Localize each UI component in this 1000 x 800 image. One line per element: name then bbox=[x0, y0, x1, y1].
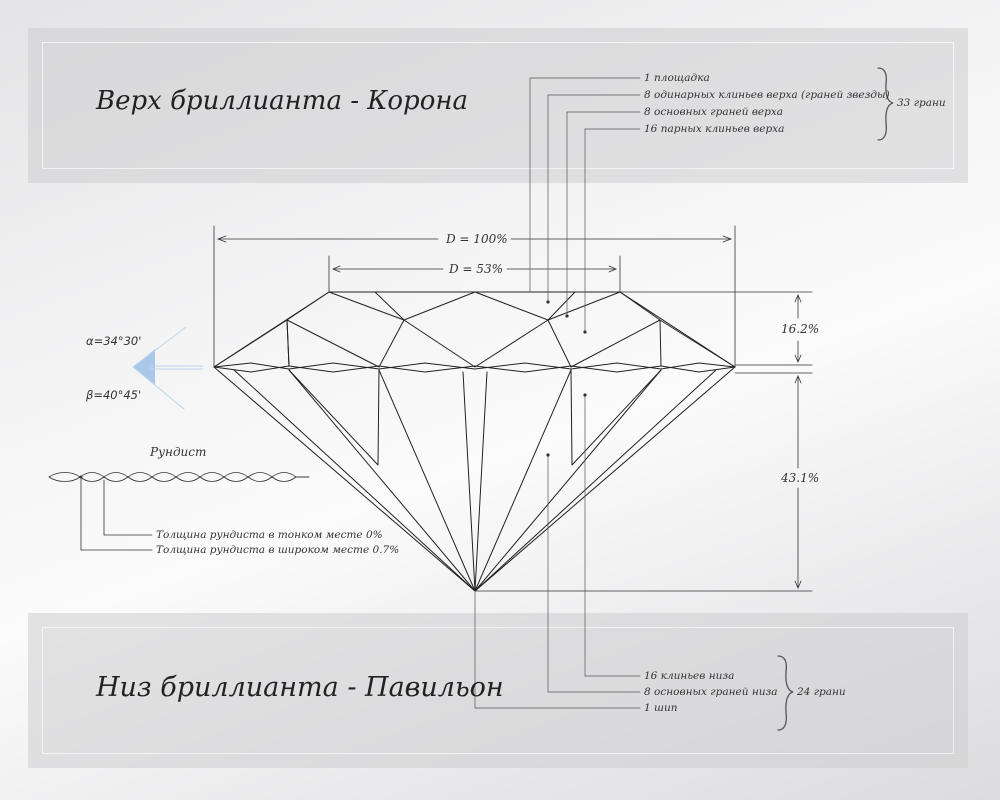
crown-band bbox=[28, 28, 968, 183]
pavilion-title: Низ бриллианта - Павильон bbox=[96, 672, 504, 703]
girdle-thin-label: Толщина рундиста в тонком месте 0% bbox=[156, 529, 383, 541]
crown-facet-label: 8 основных граней верха bbox=[644, 106, 784, 118]
angle-marker-icon bbox=[132, 326, 204, 410]
pavilion-band bbox=[28, 613, 968, 768]
angle-beta-label: β=40°45' bbox=[86, 388, 142, 402]
diamond-facets bbox=[213, 291, 736, 592]
crown-height-label: 16.2% bbox=[781, 322, 820, 336]
diameter-table-label: D = 53% bbox=[449, 262, 503, 276]
pavilion-brace-icon bbox=[777, 655, 794, 731]
pavilion-facet-label: 16 клиньев низа bbox=[644, 670, 735, 682]
girdle-inset bbox=[48, 472, 310, 551]
crown-leader-dots bbox=[546, 300, 587, 334]
crown-leaders bbox=[529, 77, 641, 333]
pavilion-leaders bbox=[474, 394, 641, 709]
pavilion-facet-label: 1 шип bbox=[644, 702, 678, 714]
crown-brace-icon bbox=[877, 67, 894, 141]
pavilion-depth-label: 43.1% bbox=[781, 471, 820, 485]
angle-alpha-label: α=34°30' bbox=[86, 334, 142, 348]
crown-facet-label: 16 парных клиньев верха bbox=[644, 123, 785, 135]
crown-facet-total: 33 грани bbox=[897, 97, 946, 109]
girdle-label: Рундист bbox=[150, 445, 207, 459]
crown-facet-label: 1 площадка bbox=[644, 72, 710, 84]
diameter-full-label: D = 100% bbox=[446, 232, 508, 246]
pavilion-facet-label: 8 основных граней низа bbox=[644, 686, 778, 698]
crown-title: Верх бриллианта - Корона bbox=[96, 86, 468, 116]
pavilion-facet-total: 24 грани bbox=[797, 686, 846, 698]
crown-facet-label: 8 одинарных клиньев верха (граней звезды… bbox=[644, 89, 890, 101]
pavilion-leader-dots bbox=[546, 393, 587, 457]
girdle-thick-label: Толщина рундиста в широком месте 0.7% bbox=[156, 544, 400, 556]
dimension-lines bbox=[213, 225, 813, 592]
